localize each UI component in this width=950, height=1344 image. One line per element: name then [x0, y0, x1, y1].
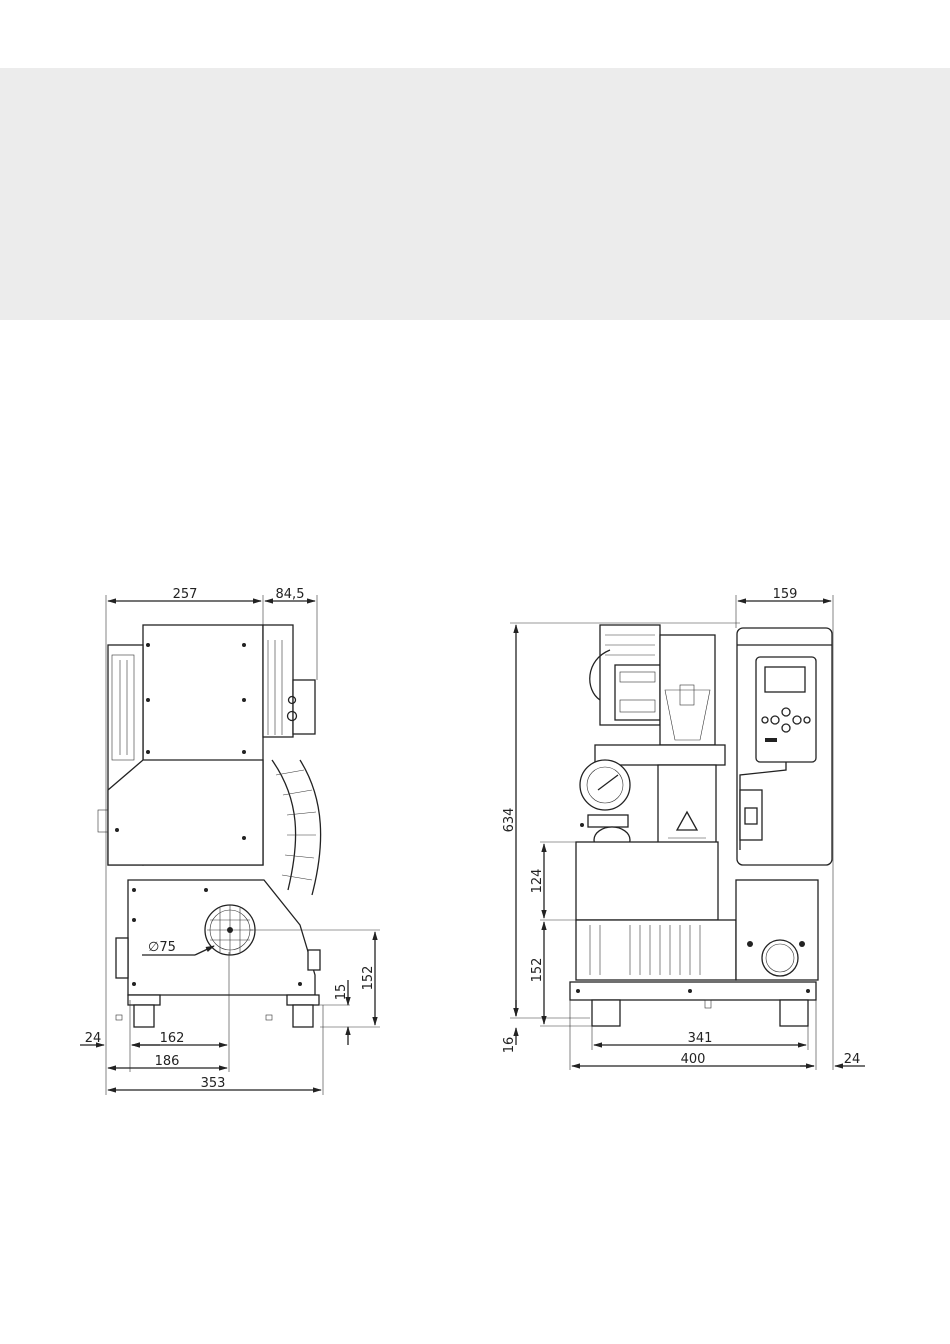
dim-400: 400	[681, 1052, 706, 1067]
side-switch-box	[293, 680, 315, 734]
front-view: 159 634 124 152 16 341 400 24	[502, 587, 865, 1070]
dim-124: 124	[530, 869, 545, 894]
dim-diameter-75: ∅75	[148, 940, 176, 955]
dim-84-5: 84,5	[276, 587, 305, 602]
side-foot-left	[134, 1005, 154, 1027]
dim-162: 162	[160, 1031, 185, 1046]
dim-257: 257	[173, 587, 198, 602]
side-hose	[272, 760, 296, 890]
dim-side-15: 15	[334, 984, 349, 1001]
dim-front-24: 24	[844, 1052, 861, 1067]
front-round-port	[762, 940, 798, 976]
dim-353: 353	[201, 1076, 226, 1091]
front-middle-block	[576, 842, 718, 920]
dim-186: 186	[155, 1054, 180, 1069]
front-base-plate	[570, 982, 816, 1000]
dim-159: 159	[773, 587, 798, 602]
front-foot-left	[592, 1000, 620, 1026]
front-power-switch-plate	[740, 790, 762, 840]
dim-16: 16	[502, 1037, 517, 1054]
side-motor-cap	[263, 625, 293, 737]
dim-341: 341	[688, 1031, 713, 1046]
dim-front-152: 152	[530, 958, 545, 983]
side-lower-shoulder	[108, 760, 263, 865]
side-foot-right	[293, 1005, 313, 1027]
dim-side-152: 152	[361, 966, 376, 991]
side-view: 257 84,5 ∅75 152 15 24 162 186 353	[80, 587, 380, 1095]
front-foot-right	[780, 1000, 808, 1026]
dim-side-24: 24	[85, 1031, 102, 1046]
dim-634: 634	[502, 808, 517, 833]
side-pump-inlet	[116, 938, 128, 978]
